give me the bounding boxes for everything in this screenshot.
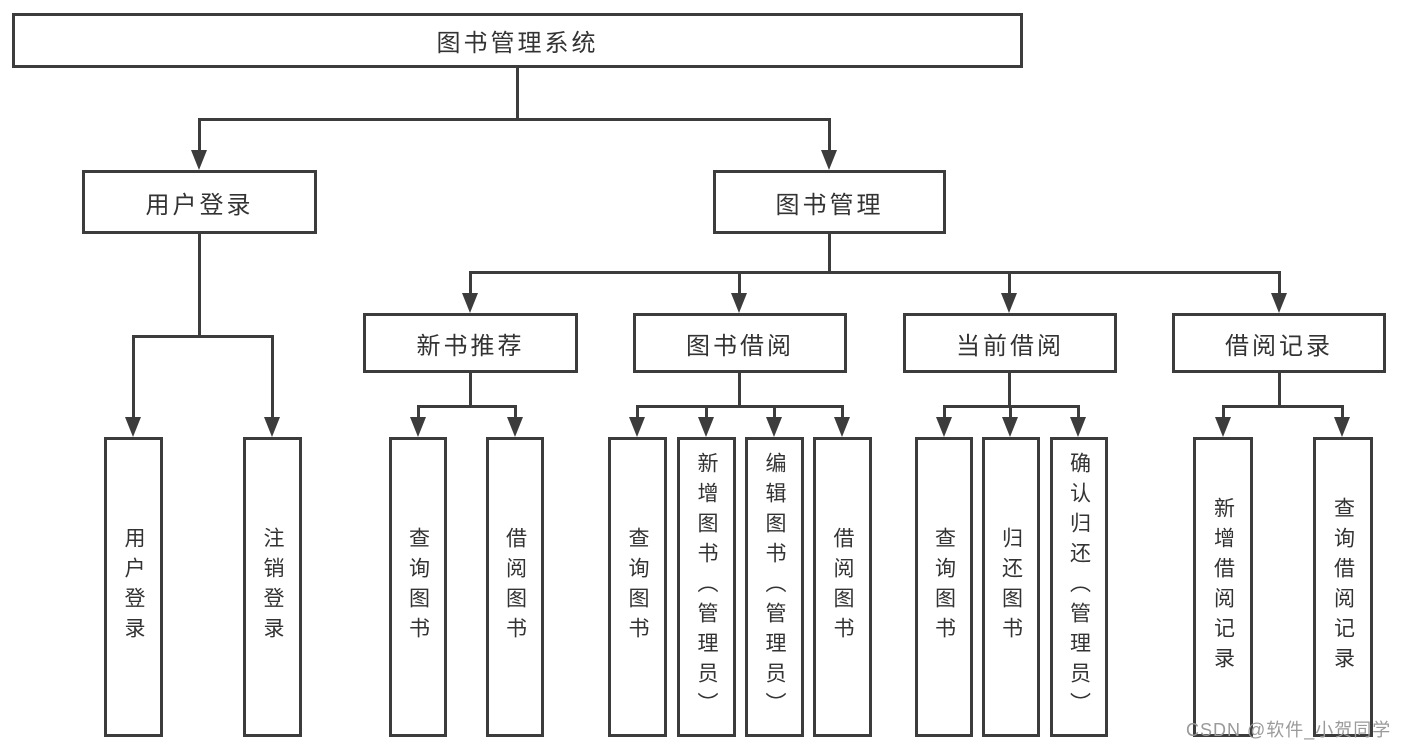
node-current-borrowing-label: 当前借阅 [956,332,1064,360]
connector-line [828,118,831,152]
connector-line [636,405,844,408]
arrow-down-icon [1215,417,1231,437]
connector-line [514,405,517,419]
node-root-label: 图书管理系统 [436,30,599,57]
node-new-book-recommendation-label: 新书推荐 [416,332,525,360]
leaf-borrow-books-recommend: 借阅图书 [486,437,544,737]
connector-line [738,271,741,295]
arrow-down-icon [1001,293,1017,313]
arrow-down-icon [125,417,141,437]
arrow-down-icon [731,293,747,313]
leaf-user-login-label: 用户登录 [122,527,145,647]
leaf-logout: 注销登录 [243,437,302,737]
node-current-borrowing: 当前借阅 [903,313,1117,373]
leaf-add-books-admin: 新增图书（管理员） [677,437,736,737]
connector-line [469,271,1281,274]
node-book-borrowing-label: 图书借阅 [686,332,794,360]
connector-line [198,118,831,121]
node-book-management: 图书管理 [713,170,946,234]
leaf-confirm-return-admin: 确认归还（管理员） [1050,437,1108,737]
leaf-add-borrow-record: 新增借阅记录 [1193,437,1253,737]
connector-line [773,405,776,419]
arrow-down-icon [191,150,207,170]
connector-line [1341,405,1344,419]
leaf-return-books: 归还图书 [982,437,1040,737]
leaf-edit-books-admin: 编辑图书（管理员） [745,437,804,737]
leaf-query-books-borrow: 查询图书 [608,437,667,737]
leaf-add-borrow-record-label: 新增借阅记录 [1211,497,1235,677]
connector-line [271,335,274,419]
connector-line [636,405,639,419]
leaf-confirm-return-admin-label: 确认归还（管理员） [1067,452,1091,722]
connector-line [943,405,946,419]
arrow-down-icon [462,293,478,313]
connector-line [738,373,741,407]
connector-line [1008,271,1011,295]
arrow-down-icon [629,417,645,437]
connector-line [417,405,420,419]
arrow-down-icon [821,150,837,170]
connector-line [705,405,708,419]
connector-line [1278,271,1281,295]
connector-line [1008,373,1011,407]
node-borrowing-records: 借阅记录 [1172,313,1386,373]
arrow-down-icon [698,417,714,437]
leaf-edit-books-admin-label: 编辑图书（管理员） [763,452,786,722]
arrow-down-icon [410,417,426,437]
node-user-login-label: 用户登录 [145,191,254,219]
node-borrowing-records-label: 借阅记录 [1225,332,1333,360]
node-book-borrowing: 图书借阅 [633,313,847,373]
leaf-query-books-recommend: 查询图书 [389,437,447,737]
connector-line [132,335,274,338]
connector-line [469,373,472,407]
connector-line [841,405,844,419]
watermark: CSDN @软件_小贺同学 [1186,720,1392,740]
connector-line [198,234,201,335]
connector-line [132,335,135,419]
leaf-query-books-current-label: 查询图书 [932,527,956,647]
connector-line [417,405,517,408]
node-book-management-label: 图书管理 [775,191,884,219]
arrow-down-icon [264,417,280,437]
connector-line [1077,405,1080,419]
connector-line [516,68,519,120]
leaf-borrow-books-recommend-label: 借阅图书 [503,527,527,647]
leaf-query-books-borrow-label: 查询图书 [626,527,649,647]
leaf-query-books-recommend-label: 查询图书 [406,527,430,647]
arrow-down-icon [1002,417,1018,437]
leaf-add-books-admin-label: 新增图书（管理员） [695,452,718,722]
node-root: 图书管理系统 [12,13,1023,68]
connector-line [828,234,831,274]
leaf-query-borrow-record-label: 查询借阅记录 [1331,497,1355,677]
arrow-down-icon [766,417,782,437]
arrow-down-icon [1271,293,1287,313]
connector-line [1278,373,1281,407]
leaf-user-login: 用户登录 [104,437,163,737]
leaf-logout-label: 注销登录 [261,527,284,647]
arrow-down-icon [507,417,523,437]
node-new-book-recommendation: 新书推荐 [363,313,578,373]
connector-line [1222,405,1225,419]
leaf-borrow-books: 借阅图书 [813,437,872,737]
connector-line [1009,405,1012,419]
leaf-query-books-current: 查询图书 [915,437,973,737]
arrow-down-icon [834,417,850,437]
leaf-query-borrow-record: 查询借阅记录 [1313,437,1373,737]
connector-line [469,271,472,295]
connector-line [1222,405,1344,408]
arrow-down-icon [936,417,952,437]
leaf-borrow-books-label: 借阅图书 [831,527,854,647]
arrow-down-icon [1070,417,1086,437]
connector-line [198,118,201,152]
leaf-return-books-label: 归还图书 [999,527,1023,647]
node-user-login: 用户登录 [82,170,317,234]
arrow-down-icon [1334,417,1350,437]
